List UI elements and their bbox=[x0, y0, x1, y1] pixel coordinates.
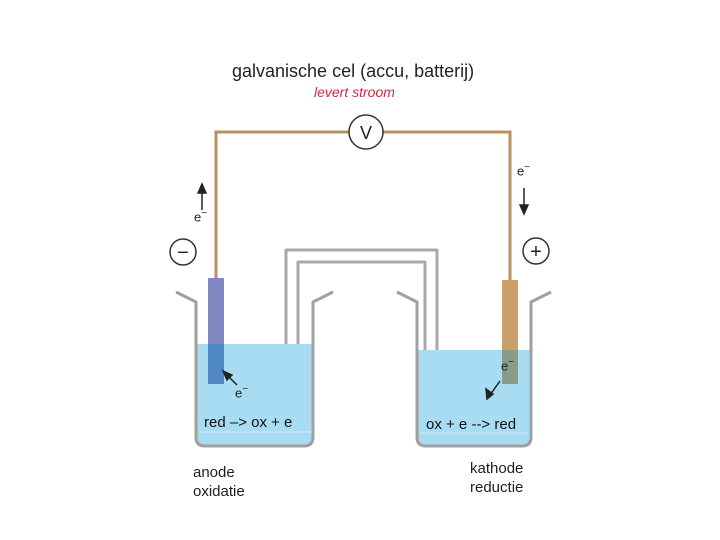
electron-charge: − bbox=[201, 208, 208, 219]
voltmeter bbox=[348, 114, 384, 150]
anode-label: anode bbox=[193, 464, 235, 481]
cathode-electrode bbox=[502, 280, 518, 384]
electron-symbol: e bbox=[501, 358, 509, 374]
cathode-equation: ox + e --> red bbox=[426, 416, 517, 433]
electron-arrow-down-icon bbox=[518, 188, 530, 216]
voltmeter-label: V bbox=[360, 123, 372, 143]
electron-symbol: e bbox=[194, 209, 202, 225]
cathode-terminal bbox=[522, 237, 550, 265]
electron-label-anode: e− bbox=[235, 384, 248, 400]
electron-arrow-up-icon bbox=[196, 182, 208, 210]
electron-symbol: e bbox=[517, 163, 525, 179]
electron-label-left: e− bbox=[194, 208, 207, 224]
cathode-electron-arrow-icon bbox=[485, 380, 501, 401]
salt-bridge bbox=[284, 248, 439, 380]
wire-circuit bbox=[214, 130, 512, 280]
anode-sign: − bbox=[177, 242, 189, 264]
cathode-sign: + bbox=[530, 241, 542, 263]
anode-process: oxidatie bbox=[193, 483, 245, 500]
anode-electron-arrow-icon bbox=[221, 369, 238, 386]
electron-charge: − bbox=[508, 357, 515, 368]
electron-symbol: e bbox=[235, 385, 243, 401]
cathode-label: kathode bbox=[470, 460, 524, 477]
anode-electrode bbox=[208, 278, 224, 384]
anode-terminal bbox=[169, 238, 197, 266]
anode-equation: red –> ox + e bbox=[204, 414, 293, 431]
diagram-subtitle: levert stroom bbox=[314, 84, 395, 100]
electron-charge: − bbox=[524, 162, 531, 173]
diagram-title: galvanische cel (accu, batterij) bbox=[232, 61, 475, 81]
electron-label-cathode: e− bbox=[501, 357, 514, 373]
electron-charge: − bbox=[242, 384, 249, 395]
cathode-process: reductie bbox=[470, 479, 524, 496]
anode-beaker bbox=[175, 290, 334, 448]
electron-label-right: e− bbox=[517, 162, 530, 178]
